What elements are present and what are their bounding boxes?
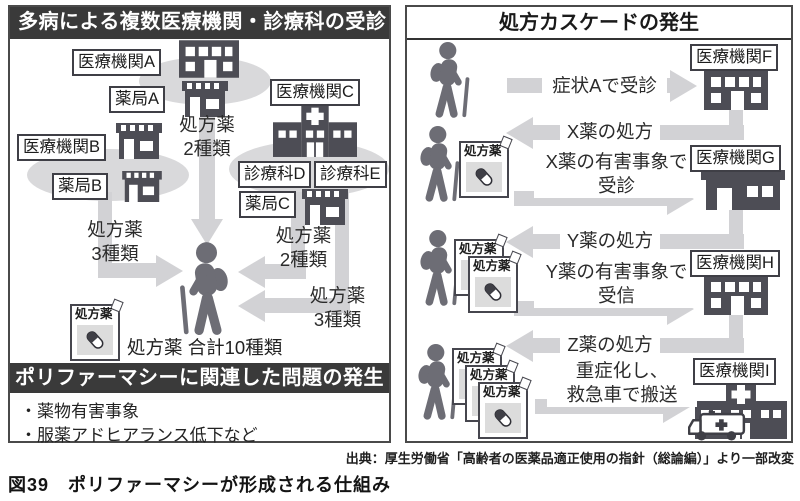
label-dept-e: 診療科E xyxy=(314,161,387,188)
flow-line: Y薬の有害事象で xyxy=(545,261,688,282)
flow-line: Z薬の処方 xyxy=(567,334,653,355)
connector-a xyxy=(199,100,215,222)
flow-line: 救急車で搬送 xyxy=(566,384,678,405)
label-facility-f: 医療機関F xyxy=(690,44,779,71)
rx-box-label: 処方薬 xyxy=(75,307,113,321)
label-facility-h: 医療機関H xyxy=(690,250,780,277)
flow-text-from-a: 処方薬 2種類 xyxy=(162,113,252,160)
right-panel-title: 処方カスケードの発生 xyxy=(407,7,791,40)
go-label-1: 症状Aで受診 xyxy=(542,74,667,98)
flow-line: 処方薬 xyxy=(87,219,143,240)
flow-line: 症状Aで受診 xyxy=(552,75,657,96)
go-arrow-head-1 xyxy=(670,69,697,102)
left-panel-multimorbidity: 多病による複数医療機関・診療科の受診 医療機関A 薬局A 医療機関B 薬局B 医… xyxy=(8,5,391,445)
flow-line: 2種類 xyxy=(279,248,328,270)
facility-g-building-icon xyxy=(701,170,785,210)
rx-box-pill-area xyxy=(485,403,521,433)
flow-line: Y薬の処方 xyxy=(566,230,654,251)
rx-box-pill-area xyxy=(475,277,511,307)
label-facility-b: 医療機関B xyxy=(17,134,107,161)
flow-text-from-c2: 処方薬 3種類 xyxy=(290,284,385,331)
flow-line: 受診 xyxy=(597,175,635,196)
patient-icon xyxy=(162,241,237,339)
rx-box-label: 処方薬 xyxy=(457,351,495,365)
rx-box-label: 処方薬 xyxy=(483,385,521,399)
flow-line: X薬の処方 xyxy=(566,121,654,142)
label-pharmacy-a: 薬局A xyxy=(109,86,166,113)
label-facility-c: 医療機関C xyxy=(270,79,360,106)
label-pharmacy-b: 薬局B xyxy=(52,173,109,200)
flow-line: 処方薬 xyxy=(275,225,332,246)
pharmacy-a-icon xyxy=(182,81,228,117)
connector-b-horiz xyxy=(98,263,158,278)
problem-item: ・服薬アドヒアランス低下など xyxy=(20,426,258,445)
capsule-pill-icon xyxy=(83,328,107,352)
rx-box: 処方薬 xyxy=(459,135,513,198)
rx-box-pill-area xyxy=(466,162,502,192)
label-facility-a: 医療機関A xyxy=(72,49,162,76)
arrow-down-a xyxy=(191,219,223,245)
source-attribution: 出典：厚生労働省「高齢者の医薬品適正使用の指針（総論編）」より一部改変 xyxy=(345,451,794,466)
go-label-2: X薬の有害事象で 受診 xyxy=(534,150,699,198)
rx-box-label: 処方薬 xyxy=(459,242,497,256)
right-panel-prescription-cascade: 処方カスケードの発生 症状Aで受診 医療機関F X薬の処方 処方薬 X薬の有害事… xyxy=(405,5,793,443)
flow-line: 受信 xyxy=(597,285,635,306)
return-elbow-3 xyxy=(729,315,743,339)
problem-section-title: ポリファーマシーに関連した問題の発生 xyxy=(10,363,389,393)
patient-icon xyxy=(423,41,484,121)
return-elbow-2 xyxy=(729,210,743,234)
arrow-left-c1 xyxy=(238,255,265,288)
pharmacy-c-icon xyxy=(302,189,348,225)
capsule-pill-icon xyxy=(472,165,496,189)
flow-line: 処方薬 xyxy=(309,285,366,306)
total-prescriptions-text: 処方薬 合計10種類 xyxy=(127,337,283,358)
rx-box-pill-area xyxy=(77,325,113,355)
facility-b-building-icon xyxy=(116,123,162,159)
facility-h-building-icon xyxy=(704,275,768,315)
back-label-1: X薬の処方 xyxy=(560,120,660,144)
rx-box-label: 処方薬 xyxy=(473,259,511,273)
rx-box-label: 処方薬 xyxy=(470,368,508,382)
rx-box: 処方薬 xyxy=(478,376,532,439)
flow-text-from-c1: 処方薬 2種類 xyxy=(256,224,351,271)
flow-line: 3種類 xyxy=(91,242,139,264)
flow-line: 処方薬 xyxy=(179,114,235,135)
flow-text-from-b: 処方薬 3種類 xyxy=(70,218,160,265)
arrow-left-c2 xyxy=(238,289,265,322)
back-label-2: Y薬の処方 xyxy=(560,229,660,253)
label-facility-g: 医療機関G xyxy=(690,145,781,172)
flow-line: 重症化し、 xyxy=(575,360,669,381)
facility-f-building-icon xyxy=(704,70,768,110)
back-arrow-head-3 xyxy=(506,329,533,362)
pharmacy-b-icon xyxy=(122,171,162,202)
connector-c2-horiz xyxy=(262,298,350,313)
rx-box-label: 処方薬 xyxy=(464,144,502,158)
left-panel-title: 多病による複数医療機関・診療科の受診 xyxy=(10,7,389,39)
go-label-4: 重症化し、 救急車で搬送 xyxy=(547,359,697,407)
label-facility-i: 医療機関I xyxy=(693,358,776,385)
label-dept-d: 診療科D xyxy=(238,161,312,188)
go-label-3: Y薬の有害事象で 受信 xyxy=(534,260,699,308)
rx-box: 処方薬 xyxy=(468,250,522,313)
capsule-pill-icon xyxy=(481,280,505,304)
facility-c-hospital-icon xyxy=(273,104,357,157)
problem-item: ・薬物有害事象 xyxy=(20,402,139,421)
back-label-3: Z薬の処方 xyxy=(560,333,660,357)
facility-a-building-icon xyxy=(179,40,239,78)
label-pharmacy-c: 薬局C xyxy=(239,191,296,218)
flow-line: 2種類 xyxy=(183,137,231,159)
ambulance-icon xyxy=(688,411,746,442)
figure-caption: 図39 ポリファーマシーが形成される仕組み xyxy=(8,475,392,495)
connector-c1-horiz xyxy=(262,264,306,279)
arrow-right-b xyxy=(156,254,183,287)
capsule-pill-icon xyxy=(491,406,515,430)
rx-box: 処方薬 xyxy=(70,298,124,361)
flow-line: X薬の有害事象で xyxy=(545,151,688,172)
connector-b-vert xyxy=(98,192,112,272)
flow-line: 3種類 xyxy=(313,308,362,330)
